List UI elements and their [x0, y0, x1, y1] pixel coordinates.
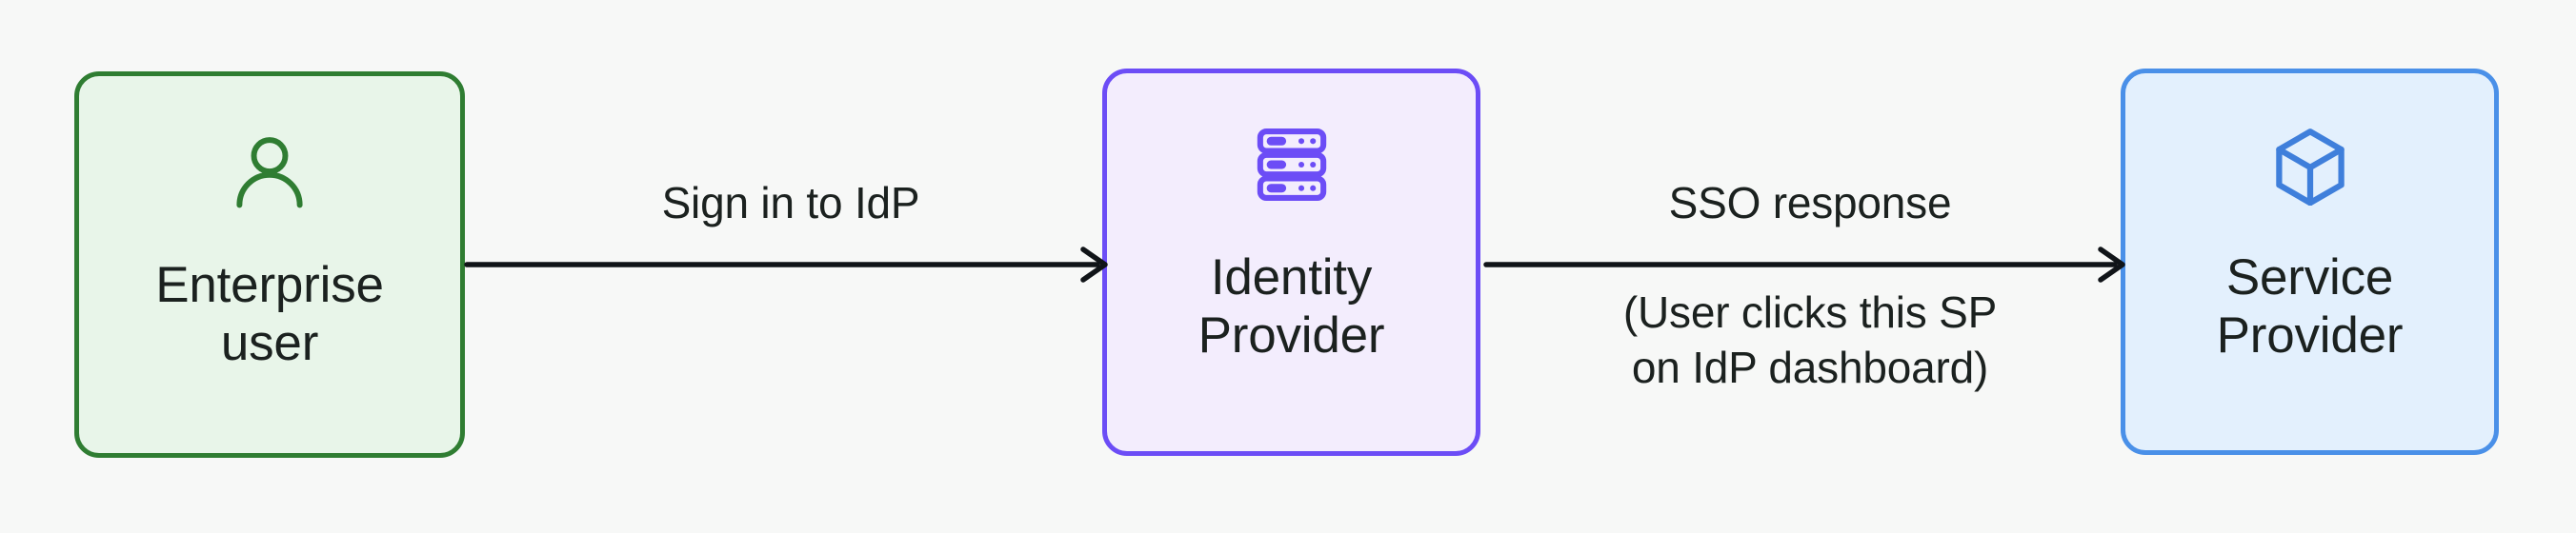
node-identity-provider[interactable]: Identity Provider: [1102, 69, 1480, 456]
arrow-user-to-idp: [464, 246, 1111, 284]
edge-label-sso-response-note: (User clicks this SP on IdP dashboard): [1622, 287, 1998, 392]
arrow-idp-to-sp: [1483, 246, 2128, 284]
edge-label-sign-in-to-idp: Sign in to IdP: [661, 178, 920, 227]
cube-icon: [2269, 124, 2351, 210]
node-label-enterprise-user: Enterprise user: [155, 257, 384, 372]
edge-label-sso-response: SSO response: [1668, 178, 1952, 227]
node-label-identity-provider: Identity Provider: [1197, 249, 1385, 365]
person-icon: [226, 126, 313, 218]
server-rack-icon: [1251, 124, 1333, 210]
node-service-provider[interactable]: Service Provider: [2121, 69, 2499, 455]
node-enterprise-user[interactable]: Enterprise user: [74, 71, 465, 458]
node-label-service-provider: Service Provider: [2216, 249, 2404, 365]
